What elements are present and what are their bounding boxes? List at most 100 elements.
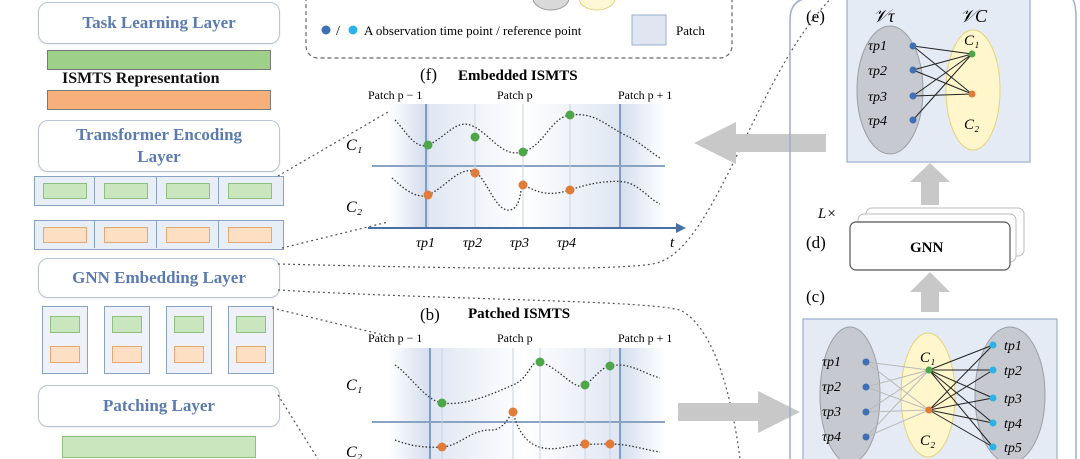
panel-b-left-fade	[388, 348, 430, 459]
gnn-embedding-layer: GNN Embedding Layer	[38, 258, 280, 298]
panel-b-patch-cur: Patch p	[497, 331, 533, 345]
connector-gnn	[277, 0, 831, 269]
green-token	[236, 316, 266, 333]
panel-c-edges	[928, 344, 994, 448]
panel-b-patch-prev: Patch p − 1	[368, 331, 422, 345]
panel-b-c1: C₁	[346, 377, 362, 394]
panel-e-tau-node: τp3	[868, 90, 887, 105]
panel-b-green-dot	[580, 380, 590, 390]
ismts-orange-bar	[47, 90, 271, 110]
panel-e-c-node: C₁	[964, 33, 979, 49]
panel-c-t-node: tp5	[1004, 441, 1022, 456]
panel-f-orange-dot	[470, 168, 480, 178]
panel-e-vc: 𝒱C	[960, 6, 988, 26]
arrow-up-d	[910, 163, 950, 205]
panel-f-orange-dot	[423, 190, 433, 200]
legend-observation-text: A observation time point / reference poi…	[364, 23, 582, 38]
panel-c-tau-node: τp2	[822, 380, 841, 395]
panel-e-tau-node: τp4	[868, 114, 887, 129]
panel-c-t-node: tp4	[1004, 417, 1022, 432]
strip-divider	[218, 220, 219, 248]
green-token	[174, 316, 204, 333]
panel-b-title: Patched ISMTS	[468, 306, 570, 322]
green-token	[43, 183, 87, 199]
panel-f-c1: C₁	[346, 137, 362, 154]
panel-e-blue-dot	[909, 42, 917, 50]
panel-f-green-dot	[565, 110, 575, 120]
legend-slash: /	[336, 24, 340, 39]
panel-b-patch-next: Patch p + 1	[618, 331, 672, 345]
panel-b-orange-dot	[437, 442, 447, 452]
green-token	[112, 316, 142, 333]
panel-e-label: (e)	[806, 7, 825, 26]
task-learning-layer: Task Learning Layer	[38, 2, 280, 44]
panel-c-orange-dot	[925, 406, 933, 414]
gnn-label: GNN	[910, 240, 944, 256]
legend-box	[305, 0, 733, 59]
arrow-up-c	[910, 272, 950, 312]
panel-f-title: Embedded ISMTS	[458, 68, 578, 84]
patching-layer: Patching Layer	[38, 385, 280, 427]
panel-d-label: (d)	[806, 233, 826, 252]
panel-f-orange-dot	[518, 180, 528, 190]
strip-divider	[94, 220, 95, 248]
panel-c-c-set	[900, 332, 956, 458]
panel-f-green-dot	[518, 147, 528, 157]
panel-c-c-node: C₂	[920, 433, 935, 449]
panel-e-blue-dot	[909, 116, 917, 124]
connector-gnn-low	[277, 289, 741, 459]
panel-e-c-set	[945, 29, 1001, 151]
legend-patch-text: Patch	[676, 23, 705, 38]
panel-e-c-node: C₂	[964, 117, 979, 133]
task-learning-label: Task Learning Layer	[82, 13, 236, 32]
green-token	[50, 316, 80, 333]
strip-divider	[156, 220, 157, 248]
panel-f-tick: τp1	[416, 236, 435, 251]
panel-f-orange-dot	[565, 185, 575, 195]
panel-f-patch-prev: Patch p − 1	[368, 88, 422, 102]
panel-f-c2: C₂	[346, 199, 363, 216]
panel-b-orange-dot	[605, 439, 615, 449]
panel-c-cyan-dot	[989, 394, 997, 402]
connector-strip	[281, 221, 389, 249]
panel-f-green-dot	[423, 140, 433, 150]
legend-blue-dot	[321, 25, 331, 35]
orange-token	[104, 227, 148, 243]
panel-f-tick: τp2	[463, 236, 482, 251]
orange-token	[166, 227, 210, 243]
panel-f-label: (f)	[420, 65, 437, 84]
arrow-to-panel-c	[678, 391, 800, 433]
panel-f-patch-cur: Patch p	[497, 88, 533, 102]
panel-c-cyan-dot	[989, 443, 997, 451]
panel-b-orange-dot	[508, 407, 518, 417]
right-container	[789, 0, 1077, 459]
panel-c-t-node: tp3	[1004, 392, 1022, 407]
strip-divider	[156, 176, 157, 204]
gnn-embedding-label: GNN Embedding Layer	[72, 268, 246, 287]
panel-c-cyan-dot	[989, 366, 997, 374]
green-token	[228, 183, 272, 199]
panel-e-blue-dot	[909, 66, 917, 74]
panel-e-orange-dot	[968, 90, 976, 98]
panel-c-blue-dot	[862, 358, 870, 366]
legend-patch-swatch	[631, 14, 667, 46]
green-token	[104, 183, 148, 199]
strip-divider	[94, 176, 95, 204]
ismts-representation-label: ISMTS Representation	[62, 70, 220, 87]
transformer-encoding-layer: Transformer Encoding Layer	[38, 120, 280, 172]
transformer-label-line1: Transformer Encoding	[75, 125, 243, 144]
orange-token	[50, 346, 80, 363]
legend-yellow-node	[578, 0, 616, 11]
panel-c-edges-light	[865, 361, 930, 438]
panel-c-t-node: tp2	[1004, 364, 1022, 379]
panel-c-green-dot	[925, 366, 933, 374]
panel-c-blue-dot	[862, 408, 870, 416]
panel-b-patch-area	[430, 348, 620, 459]
green-token	[166, 183, 210, 199]
connector-patching	[277, 394, 319, 459]
panel-b-green-dot	[605, 361, 615, 371]
panel-f-patch-next: Patch p + 1	[618, 88, 672, 102]
legend-cyan-dot	[348, 25, 358, 35]
orange-token	[174, 346, 204, 363]
